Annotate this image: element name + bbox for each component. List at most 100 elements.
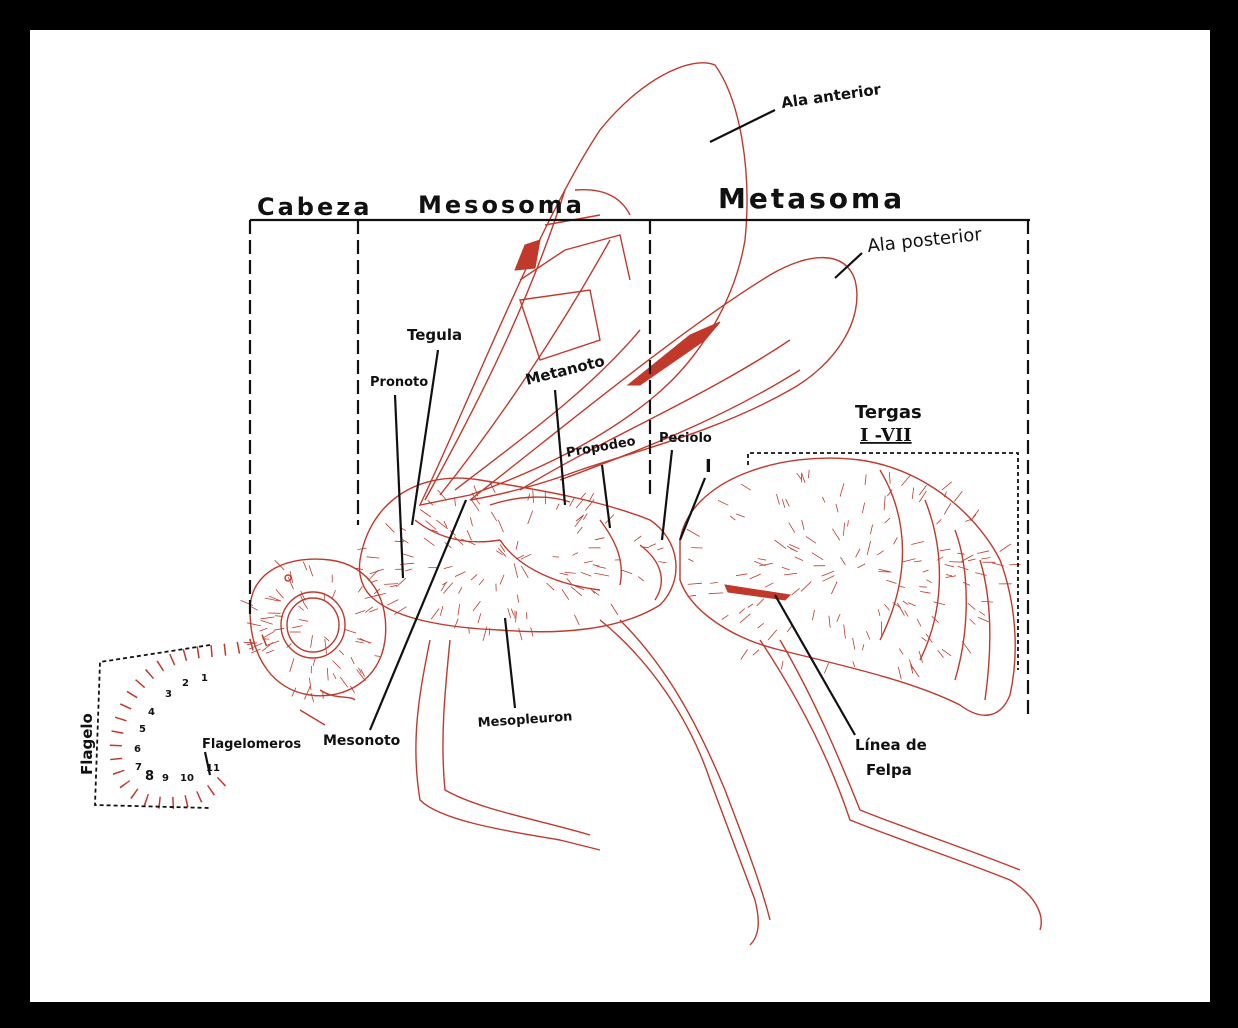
hair-stroke xyxy=(292,688,296,697)
hair-stroke xyxy=(305,686,311,700)
flagellomere-number: 1 xyxy=(201,673,208,684)
hair-stroke xyxy=(822,571,835,576)
hair-stroke xyxy=(511,609,514,616)
hair-stroke xyxy=(837,614,840,622)
hair-stroke xyxy=(584,561,593,563)
hair-stroke xyxy=(491,512,496,521)
flagellomere-number: 2 xyxy=(182,678,189,689)
hair-stroke xyxy=(739,609,745,614)
hair-stroke xyxy=(886,580,896,583)
hair-stroke xyxy=(339,650,344,655)
hair-stroke xyxy=(862,644,864,650)
hair-stroke xyxy=(595,538,605,540)
hair-stroke xyxy=(581,572,591,576)
hair-stroke xyxy=(784,573,797,575)
hair-stroke xyxy=(790,548,798,551)
hair-stroke xyxy=(899,649,903,655)
hair-stroke xyxy=(866,631,870,639)
hair-stroke xyxy=(333,673,336,679)
hair-stroke xyxy=(836,504,838,512)
hair-stroke xyxy=(917,619,921,627)
flagellomere-number: 9 xyxy=(162,773,169,784)
hair-stroke xyxy=(902,559,916,563)
tergas-bracket xyxy=(748,453,1018,670)
hair-stroke xyxy=(471,574,477,580)
hair-stroke xyxy=(962,641,971,653)
hair-stroke xyxy=(577,527,582,534)
hair-stroke xyxy=(981,601,993,602)
hair-stroke xyxy=(649,544,656,547)
leader-ala-anterior xyxy=(710,110,775,142)
hair-stroke xyxy=(889,472,890,484)
hair-stroke xyxy=(824,663,828,673)
hair-stroke xyxy=(789,523,795,533)
hair-stroke xyxy=(556,504,559,510)
hair-stroke xyxy=(367,557,380,558)
hair-stroke xyxy=(718,500,728,505)
hair-stroke xyxy=(478,613,481,623)
hair-stroke xyxy=(870,525,872,535)
hair-stroke xyxy=(768,630,777,640)
hair-stroke xyxy=(547,583,555,590)
label-tergum-one: I xyxy=(705,456,712,477)
hair-stroke xyxy=(905,611,909,617)
hair-stroke xyxy=(1000,544,1011,552)
hair-stroke xyxy=(884,604,889,610)
hair-stroke xyxy=(841,557,846,565)
hair-stroke xyxy=(840,483,844,496)
hair-stroke xyxy=(945,565,954,567)
hair-stroke xyxy=(894,538,898,545)
hair-stroke xyxy=(879,569,890,571)
hair-stroke xyxy=(299,606,304,611)
hair-stroke xyxy=(396,578,406,587)
section-cabeza: Cabeza xyxy=(257,193,372,221)
hair-stroke xyxy=(351,657,354,664)
hair-stroke xyxy=(436,520,448,529)
hair-stroke xyxy=(867,541,871,555)
hair-stroke xyxy=(332,590,336,599)
hair-stroke xyxy=(514,563,518,578)
hair-stroke xyxy=(358,586,362,592)
hair-stroke xyxy=(802,520,804,530)
hair-stroke xyxy=(926,580,931,583)
hair-stroke xyxy=(710,582,718,583)
hair-stroke xyxy=(611,604,618,615)
hair-stroke xyxy=(533,490,534,503)
head-drawing xyxy=(250,559,386,725)
hair-stroke xyxy=(856,549,861,558)
label-flagelo: Flagelo xyxy=(78,713,96,775)
hair-stroke xyxy=(370,609,378,612)
hair-stroke xyxy=(327,668,328,681)
leader-pronoto xyxy=(395,395,403,578)
hair-stroke xyxy=(247,623,261,626)
hair-stroke xyxy=(583,513,587,519)
hair-stroke xyxy=(975,573,986,576)
hair-stroke xyxy=(420,510,431,518)
hair-stroke xyxy=(365,607,373,613)
hair-stroke xyxy=(458,604,460,615)
hair-stroke xyxy=(375,656,382,657)
hair-stroke xyxy=(812,610,814,620)
hair-stroke xyxy=(455,572,466,577)
hair-stroke xyxy=(521,566,528,578)
label-linea-de-felpa-1: Línea de xyxy=(855,736,927,754)
hair-stroke xyxy=(920,591,930,593)
hair-stroke xyxy=(730,516,735,520)
hair-stroke xyxy=(977,551,989,554)
hair-stroke xyxy=(911,542,924,545)
hair-stroke xyxy=(431,609,439,620)
hair-stroke xyxy=(581,493,586,499)
label-tergas-range: I -VII xyxy=(860,425,912,446)
hair-stroke xyxy=(831,582,837,595)
hair-stroke xyxy=(903,601,908,605)
hair-stroke xyxy=(519,628,522,640)
hair-stroke xyxy=(822,497,825,503)
hair-stroke xyxy=(264,631,275,638)
metasoma-drawing xyxy=(680,458,1015,715)
hair-stroke xyxy=(937,519,942,524)
hair-stroke xyxy=(781,661,783,669)
hair-stroke xyxy=(266,641,279,646)
hair-stroke xyxy=(786,499,790,506)
hair-stroke xyxy=(968,559,976,561)
hair-stroke xyxy=(865,474,866,485)
